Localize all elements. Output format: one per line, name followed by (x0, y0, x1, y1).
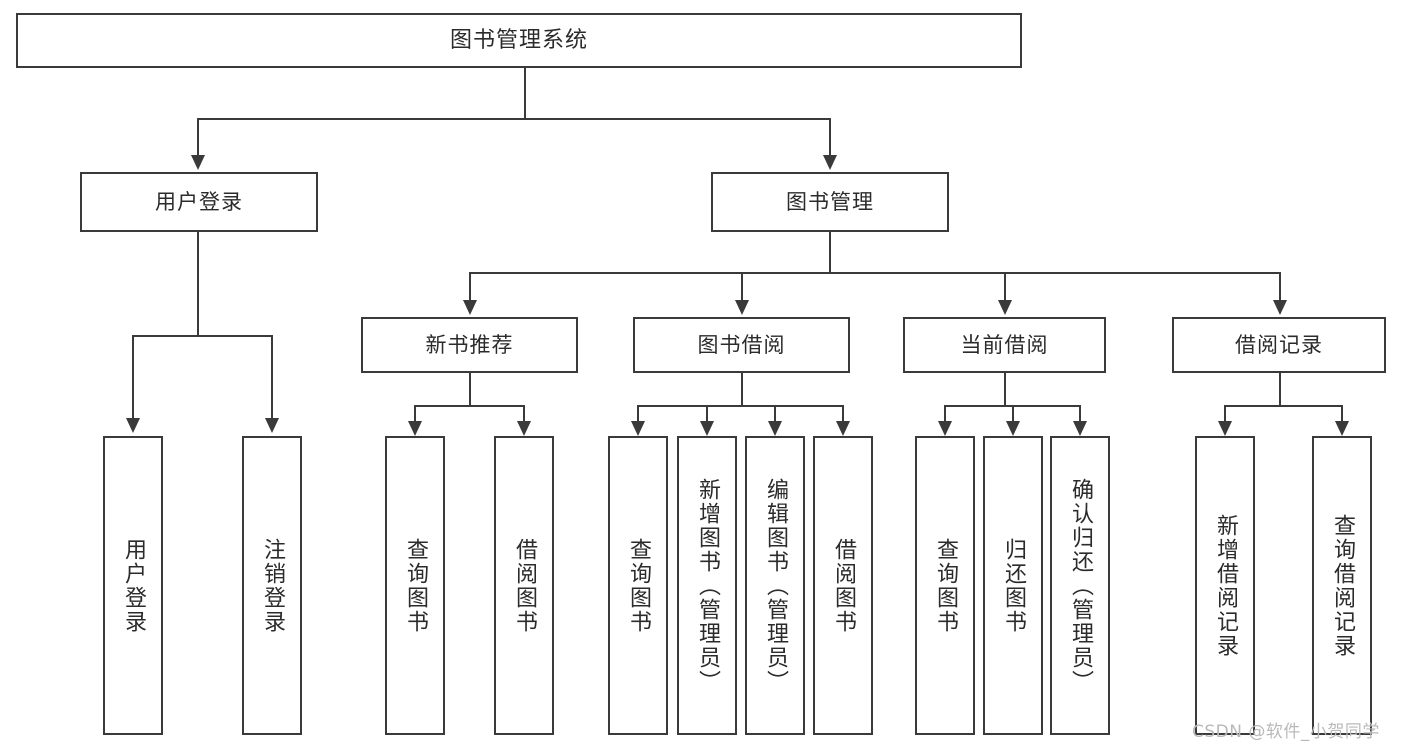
arrow-bm-to-new-book (463, 300, 477, 315)
connector-root-bar (197, 118, 829, 120)
arrow-bb-child-2 (700, 421, 714, 436)
leaf-cb-query-book-label: 查询图书 (932, 537, 958, 634)
leaf-cb-confirm-return-admin[interactable]: 确认归还（管理员） (1050, 436, 1110, 735)
node-borrow-records[interactable]: 借阅记录 (1172, 317, 1386, 373)
arrow-bb-child-4 (836, 421, 850, 436)
leaf-bb-add-book-admin-label: 新增图书（管理员） (694, 477, 720, 694)
arrow-bb-child-3 (768, 421, 782, 436)
connector-cb-child-3 (1079, 405, 1081, 421)
node-root-label: 图书管理系统 (449, 27, 588, 53)
leaf-nbr-borrow-book[interactable]: 借阅图书 (494, 436, 554, 735)
leaf-user-logout-label: 注销登录 (259, 537, 285, 634)
connector-book-management-stem (829, 232, 831, 272)
leaf-br-query-record-label: 查询借阅记录 (1329, 513, 1355, 658)
node-new-book-recommend-label: 新书推荐 (425, 332, 514, 357)
arrow-nbr-child-2 (517, 421, 531, 436)
connector-user-login-stem (197, 232, 199, 335)
node-new-book-recommend[interactable]: 新书推荐 (361, 317, 578, 373)
connector-bm-to-borrow-records (1279, 272, 1281, 300)
connector-bm-to-new-book (469, 272, 471, 300)
arrow-bm-to-book-borrow (735, 300, 749, 315)
connector-bb-child-2 (706, 405, 708, 421)
connector-nbr-child-2 (523, 405, 525, 421)
leaf-cb-query-book[interactable]: 查询图书 (915, 436, 975, 735)
leaf-user-logout[interactable]: 注销登录 (242, 436, 302, 735)
node-user-login[interactable]: 用户登录 (80, 172, 318, 232)
csdn-watermark: CSDN @软件_小贺同学 (1192, 722, 1380, 742)
leaf-bb-borrow-book-label: 借阅图书 (830, 537, 856, 634)
connector-bb-child-3 (774, 405, 776, 421)
node-current-borrow-label: 当前借阅 (960, 332, 1049, 357)
arrow-br-child-1 (1218, 421, 1232, 436)
arrow-root-to-book-management (823, 155, 837, 170)
leaf-cb-return-book[interactable]: 归还图书 (983, 436, 1043, 735)
arrow-bm-to-current-borrow (998, 300, 1012, 315)
node-book-borrow-label: 图书借阅 (697, 332, 786, 357)
leaf-user-login-1[interactable]: 用户登录 (103, 436, 163, 735)
connector-br-child-2 (1341, 405, 1343, 421)
connector-nbr-stem (469, 373, 471, 405)
arrow-user-login-child-2 (265, 418, 279, 433)
arrow-cb-child-2 (1006, 421, 1020, 436)
arrow-br-child-2 (1335, 421, 1349, 436)
arrow-bm-to-borrow-records (1273, 300, 1287, 315)
leaf-user-login-1-label: 用户登录 (120, 537, 146, 634)
leaf-br-query-record[interactable]: 查询借阅记录 (1312, 436, 1372, 735)
leaf-bb-edit-book-admin[interactable]: 编辑图书（管理员） (745, 436, 805, 735)
connector-nbr-bar (414, 405, 524, 407)
connector-cb-child-1 (944, 405, 946, 421)
connector-br-bar (1224, 405, 1342, 407)
connector-user-login-child-2 (271, 335, 273, 418)
leaf-bb-borrow-book[interactable]: 借阅图书 (813, 436, 873, 735)
leaf-bb-query-book-label: 查询图书 (625, 537, 651, 634)
connector-bm-to-current-borrow (1004, 272, 1006, 300)
connector-bb-bar (637, 405, 843, 407)
node-borrow-records-label: 借阅记录 (1235, 332, 1323, 357)
connector-nbr-child-1 (414, 405, 416, 421)
connector-bm-to-book-borrow (741, 272, 743, 300)
leaf-br-add-record-label: 新增借阅记录 (1212, 513, 1238, 658)
connector-root-to-user-login (197, 118, 199, 155)
leaf-nbr-query-book[interactable]: 查询图书 (385, 436, 445, 735)
connector-root-to-book-management (829, 118, 831, 155)
connector-cb-stem (1004, 373, 1006, 405)
node-root-book-management-system[interactable]: 图书管理系统 (16, 13, 1022, 68)
leaf-cb-confirm-return-admin-label: 确认归还（管理员） (1067, 477, 1093, 694)
arrow-nbr-child-1 (408, 421, 422, 436)
node-book-borrow[interactable]: 图书借阅 (633, 317, 850, 373)
connector-br-child-1 (1224, 405, 1226, 421)
connector-user-login-child-1 (132, 335, 134, 418)
connector-bb-child-1 (637, 405, 639, 421)
node-current-borrow[interactable]: 当前借阅 (903, 317, 1106, 373)
leaf-bb-query-book[interactable]: 查询图书 (608, 436, 668, 735)
arrow-root-to-user-login (191, 155, 205, 170)
leaf-bb-edit-book-admin-label: 编辑图书（管理员） (762, 477, 788, 694)
node-user-login-label: 用户登录 (155, 189, 243, 214)
leaf-br-add-record[interactable]: 新增借阅记录 (1195, 436, 1255, 735)
leaf-bb-add-book-admin[interactable]: 新增图书（管理员） (677, 436, 737, 735)
arrow-bb-child-1 (631, 421, 645, 436)
connector-bb-stem (741, 373, 743, 405)
node-book-management-label: 图书管理 (786, 189, 874, 214)
connector-user-login-bar (132, 335, 272, 337)
leaf-nbr-borrow-book-label: 借阅图书 (511, 537, 537, 634)
connector-book-management-bar (469, 272, 1279, 274)
node-book-management[interactable]: 图书管理 (711, 172, 949, 232)
leaf-nbr-query-book-label: 查询图书 (402, 537, 428, 634)
arrow-cb-child-3 (1073, 421, 1087, 436)
connector-root-stem (524, 68, 526, 118)
connector-br-stem (1279, 373, 1281, 405)
arrow-user-login-child-1 (126, 418, 140, 433)
leaf-cb-return-book-label: 归还图书 (1000, 537, 1026, 634)
connector-bb-child-4 (842, 405, 844, 421)
connector-cb-child-2 (1012, 405, 1014, 421)
arrow-cb-child-1 (938, 421, 952, 436)
